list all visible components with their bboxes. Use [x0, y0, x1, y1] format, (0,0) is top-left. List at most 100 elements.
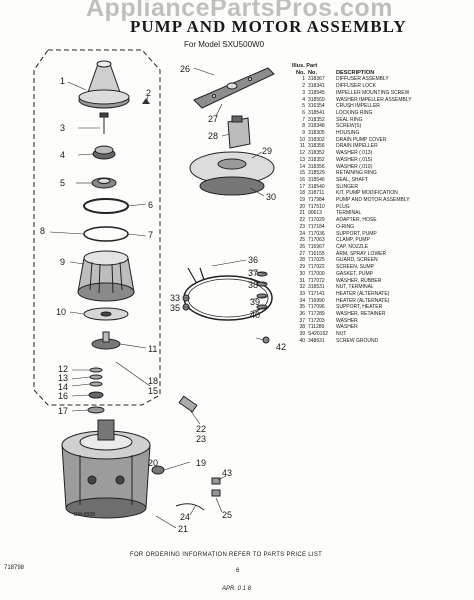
part-illus-no: 21 — [299, 210, 305, 217]
illus-part-label: Illus. Part — [292, 63, 318, 69]
part-illus-no: 17 — [299, 183, 305, 190]
part-illus-no: 8 — [302, 123, 305, 130]
part-number: 711289 — [308, 324, 325, 331]
callout-36: 36 — [248, 255, 259, 265]
part-number: 318546 — [308, 176, 325, 183]
callout-3: 3 — [60, 123, 66, 133]
assembly-outline — [33, 49, 161, 406]
part-illus-no: 14 — [299, 163, 305, 170]
part-description: IMPELLER MOUNTING SCREW — [336, 89, 410, 96]
part-illus-no: 27 — [299, 250, 305, 257]
part-number: 318540 — [308, 183, 325, 190]
part-number: 717984 — [308, 197, 325, 204]
part-number: 318529 — [308, 170, 325, 177]
part-illus-no: 12 — [299, 150, 305, 157]
part-illus-no: 25 — [299, 237, 305, 244]
callout-5: 5 — [60, 178, 66, 188]
part-description: DIFFUSER LOCK — [336, 83, 377, 90]
seal-ring-drawing — [83, 226, 129, 242]
part-description: SCREEN, SUMP — [336, 264, 375, 271]
crush-impeller-drawing — [91, 177, 117, 189]
motor-assembly-drawing — [61, 419, 151, 519]
part-description: WASHER (.015) — [336, 156, 373, 163]
model-subtitle: For Model SXU500W0 — [184, 40, 265, 49]
callout-10: 10 — [56, 307, 67, 317]
part-description: WASHER, RETAINER — [336, 311, 386, 318]
part-description: SCREW(S) — [336, 123, 362, 130]
part-description: ADAPTER, HOSE — [336, 217, 377, 224]
part-illus-no: 11 — [299, 143, 305, 150]
leader-lines — [49, 67, 267, 529]
parts-table-header-top: Illus. Part — [292, 63, 468, 70]
part-number: 717063 — [308, 237, 325, 244]
pump-clamp-drawing — [175, 477, 221, 511]
callout-21: 21 — [178, 524, 189, 534]
callout-1: 1 — [60, 76, 66, 86]
callout-40: 40 — [250, 310, 261, 320]
housing-drawing — [77, 250, 135, 302]
part-description: O-RING — [336, 223, 355, 230]
part-description: GUARD, SCREEN — [336, 257, 378, 264]
callout-7: 7 — [148, 230, 154, 240]
col-desc-header: DESCRIPTION — [336, 69, 375, 76]
callout-33: 33 — [170, 293, 181, 303]
part-number: 717184 — [308, 223, 325, 230]
part-description: PLUG — [336, 203, 350, 210]
part-number: 318356 — [308, 143, 325, 150]
part-illus-no: 34 — [299, 297, 305, 304]
parts-table-header: No. No. DESCRIPTION — [292, 70, 468, 77]
part-illus-no: 30 — [299, 270, 305, 277]
part-illus-no: 15 — [299, 170, 305, 177]
part-description: ARM, SPRAY LOWER — [336, 250, 387, 257]
part-number: S420162 — [308, 331, 329, 338]
spray-arm-drawing — [193, 67, 275, 109]
part-illus-no: 38 — [299, 324, 305, 331]
diffuser-lock-drawing — [142, 98, 150, 104]
part-number: 717025 — [308, 257, 325, 264]
callout-2: 2 — [146, 88, 152, 98]
callout-23: 23 — [196, 434, 207, 444]
callout-30: 30 — [266, 192, 277, 202]
part-description: CRUSH IMPELLER — [336, 103, 380, 110]
part-description: WASHER — [336, 317, 358, 324]
locking-ring-drawing — [83, 198, 129, 214]
part-illus-no: 28 — [299, 257, 305, 264]
callout-11: 11 — [148, 344, 158, 354]
callout-16: 16 — [58, 391, 69, 401]
part-number: 717510 — [308, 203, 325, 210]
part-number: 318302 — [308, 136, 325, 143]
part-description: WASHER (.013) — [336, 150, 373, 157]
col-no-header: No. — [295, 69, 305, 76]
part-description: RETAINING RING — [336, 170, 377, 177]
part-illus-no: 16 — [299, 176, 305, 183]
part-number: 348631 — [308, 337, 325, 344]
part-number: 717072 — [308, 277, 325, 284]
col-part-header: No. — [308, 69, 318, 76]
part-number: 318569 — [308, 96, 325, 103]
drain-impeller-drawing — [91, 331, 121, 350]
callout-18: 18 — [148, 376, 159, 386]
part-number: 90613 — [308, 210, 322, 217]
